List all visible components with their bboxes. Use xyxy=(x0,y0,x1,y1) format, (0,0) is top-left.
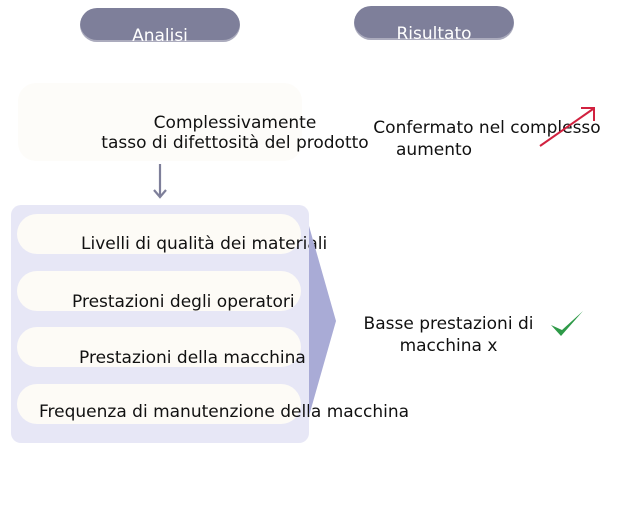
cause-result-line-1: Basse prestazioni di xyxy=(363,314,534,334)
analysis-header: Analisi xyxy=(80,8,240,42)
summary-box xyxy=(18,83,302,161)
trend-result-line-1: Confermato nel complesso xyxy=(373,118,601,138)
factor-label: Prestazioni degli operatori xyxy=(72,292,295,312)
summary-line-1: Complessivamente xyxy=(153,113,317,133)
result-header-label: Risultato xyxy=(396,24,472,40)
trend-result-line-2: aumento xyxy=(396,140,473,160)
result-header: Risultato xyxy=(354,6,514,40)
trend-result: Confermato nel complesso aumento xyxy=(356,117,618,161)
factor-pill-1 xyxy=(17,214,301,254)
factor-label: Livelli di qualità dei materiali xyxy=(81,234,328,254)
cause-result: Basse prestazioni di macchina x xyxy=(346,313,551,357)
factor-pill-3 xyxy=(17,327,301,367)
factor-label: Frequenza di manutenzione della macchina xyxy=(39,402,410,422)
summary-line-2: tasso di difettosità del prodotto xyxy=(101,133,369,153)
analysis-header-label: Analisi xyxy=(132,26,188,42)
cause-result-line-2: macchina x xyxy=(399,336,498,356)
factor-pill-2 xyxy=(17,271,301,311)
factor-pill-4 xyxy=(17,384,301,424)
summary-text: Complessivamente tasso di difettosità de… xyxy=(60,113,410,153)
down-arrow-icon xyxy=(153,164,167,199)
trend-up-arrow-icon xyxy=(539,107,595,147)
checkmark-icon xyxy=(551,311,583,336)
connector-chevron xyxy=(309,226,336,416)
factor-label: Prestazioni della macchina xyxy=(79,348,306,368)
